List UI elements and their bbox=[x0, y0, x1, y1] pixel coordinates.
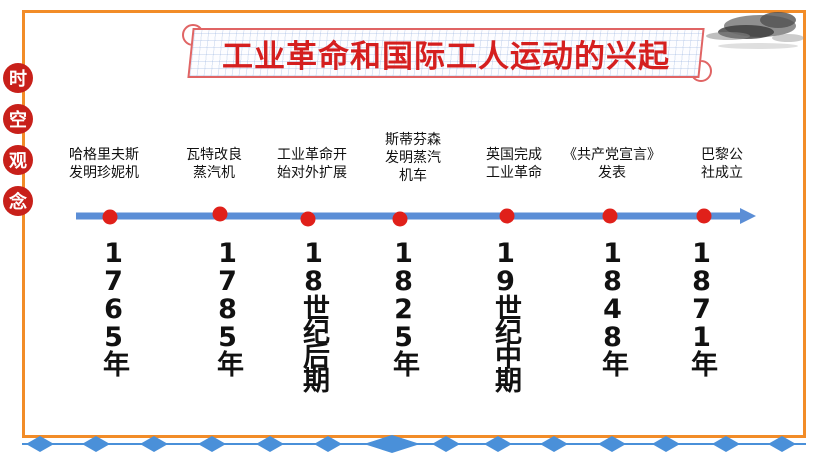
event-label-line: 瓦特改良 bbox=[186, 147, 242, 163]
event-label-line: 哈格里夫斯 bbox=[69, 147, 139, 163]
timeline-arrow-icon bbox=[740, 208, 756, 224]
event-label-line: 蒸汽机 bbox=[193, 165, 235, 181]
event-label-line: 斯蒂芬森 bbox=[385, 132, 441, 148]
event-label-line: 始对外扩展 bbox=[277, 165, 347, 181]
year-1848: 1848年 bbox=[597, 238, 628, 374]
timeline-dot-1825 bbox=[392, 211, 408, 227]
event-label-line: 《共产党宣言》 bbox=[563, 147, 661, 163]
diamond-icon bbox=[26, 436, 54, 452]
year-1785: 1785年 bbox=[212, 238, 243, 374]
event-label-line: 英国完成 bbox=[486, 147, 542, 163]
diamond-icon bbox=[256, 436, 284, 452]
timeline-dot-1765 bbox=[102, 209, 118, 225]
diamond-icon bbox=[540, 436, 568, 452]
diamond-icon bbox=[82, 436, 110, 452]
event-label-1848: 《共产党宣言》 发表 bbox=[557, 146, 667, 182]
event-label-line: 巴黎公 bbox=[701, 147, 743, 163]
diamond-icon bbox=[652, 436, 680, 452]
event-label-line: 机车 bbox=[399, 168, 427, 184]
year-1825: 1825年 bbox=[388, 238, 419, 374]
event-label-1765: 哈格里夫斯 发明珍妮机 bbox=[49, 146, 159, 182]
diamond-icon bbox=[198, 436, 226, 452]
year-1765: 1765年 bbox=[98, 238, 129, 374]
diamond-icon bbox=[484, 436, 512, 452]
event-label-1825: 斯蒂芬森 发明蒸汽 机车 bbox=[358, 131, 468, 185]
diamond-icon bbox=[432, 436, 460, 452]
side-char-nian: 念 bbox=[3, 186, 33, 216]
event-label-18th-century: 工业革命开 始对外扩展 bbox=[257, 146, 367, 182]
diamond-icon bbox=[364, 435, 420, 453]
spatiotemporal-concept-column: 时 空 观 念 bbox=[3, 63, 33, 227]
timeline-dot-19th-century bbox=[499, 208, 515, 224]
timeline-dot-1848 bbox=[602, 208, 618, 224]
diamond-icon bbox=[314, 436, 342, 452]
event-label-line: 工业革命开 bbox=[277, 147, 347, 163]
diamond-icon bbox=[140, 436, 168, 452]
timeline-dot-1785 bbox=[212, 206, 228, 222]
orange-frame bbox=[22, 10, 806, 438]
side-char-shi: 时 bbox=[3, 63, 33, 93]
footer-diamond-border bbox=[22, 435, 806, 453]
event-label-line: 发明珍妮机 bbox=[69, 165, 139, 181]
event-label-line: 发表 bbox=[598, 165, 626, 181]
side-char-kong: 空 bbox=[3, 104, 33, 134]
event-label-1785: 瓦特改良 蒸汽机 bbox=[159, 146, 269, 182]
timeline-dot-18th-century bbox=[300, 211, 316, 227]
diamond-icon bbox=[712, 436, 740, 452]
timeline-dot-1871 bbox=[696, 208, 712, 224]
event-label-line: 工业革命 bbox=[486, 165, 542, 181]
event-label-1871: 巴黎公 社成立 bbox=[667, 146, 777, 182]
event-label-line: 发明蒸汽 bbox=[385, 150, 441, 166]
side-char-guan: 观 bbox=[3, 145, 33, 175]
year-19th-century-mid: 19世纪中期 bbox=[490, 238, 521, 390]
year-1871: 1871年 bbox=[686, 238, 717, 374]
ink-mountain-illustration bbox=[706, 12, 804, 49]
diamond-icon bbox=[768, 436, 796, 452]
year-18th-century-late: 18世纪后期 bbox=[298, 238, 329, 390]
event-label-19th-century: 英国完成 工业革命 bbox=[459, 146, 569, 182]
event-label-line: 社成立 bbox=[701, 165, 743, 181]
diamond-icon bbox=[598, 436, 626, 452]
